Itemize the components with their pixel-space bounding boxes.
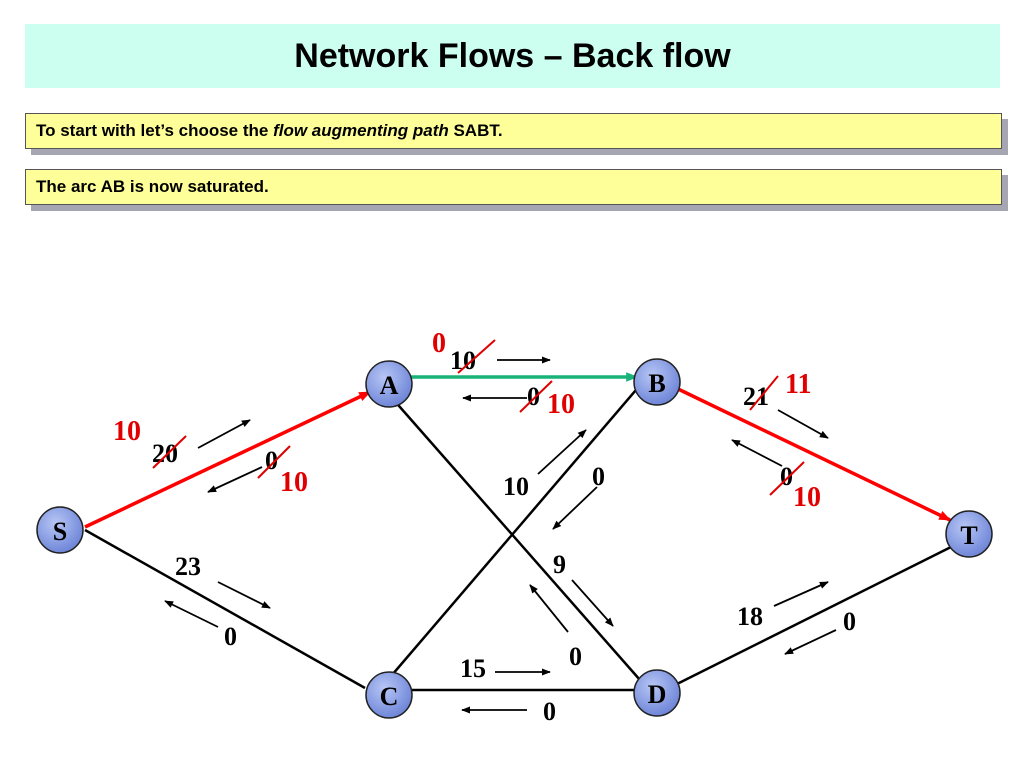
arrow-c-b-back — [552, 486, 598, 530]
strike-a-b-back — [519, 380, 553, 413]
arrow-c-b-forward — [537, 429, 587, 475]
edge-b-t — [675, 386, 952, 522]
strike-s-a-back — [257, 445, 291, 479]
node-t-label: T — [960, 521, 977, 550]
instruction-box-1: To start with let’s choose the flow augm… — [25, 113, 1002, 149]
label-b-t-forward-new: 11 — [785, 369, 811, 400]
instruction-1-text: To start with let’s choose the — [36, 121, 274, 140]
label-b-t-forward: 21 — [743, 382, 769, 411]
strike-a-b-forward — [457, 339, 496, 374]
strike-b-t-forward — [749, 375, 779, 411]
edge-c-b — [391, 389, 637, 676]
arrow-s-c-back — [164, 600, 219, 628]
arrow-s-c-forward — [217, 581, 271, 609]
strike-b-t-back — [769, 461, 805, 496]
node-c-label: C — [380, 682, 399, 711]
edge-s-a — [84, 390, 372, 529]
instruction-box-2: The arc AB is now saturated. — [25, 169, 1002, 205]
strike-s-a-forward — [152, 435, 187, 469]
arrow-s-a-forward — [197, 419, 251, 449]
label-a-d-forward: 9 — [553, 550, 566, 579]
title-banner: Network Flows – Back flow — [25, 24, 1000, 88]
arrow-d-t-forward — [773, 581, 829, 607]
label-s-a-back-new: 10 — [280, 467, 308, 498]
slide-title: Network Flows – Back flow — [294, 36, 731, 75]
instruction-1-emphasis: flow augmenting path — [273, 121, 449, 140]
label-c-d-forward: 15 — [460, 654, 486, 683]
label-s-c-forward: 23 — [175, 552, 201, 581]
node-b-label: B — [648, 369, 665, 398]
node-s-label: S — [53, 517, 67, 546]
arrow-a-d-back — [529, 584, 569, 633]
node-d-label: D — [648, 680, 667, 709]
instruction-2-text: The arc AB is now saturated. — [36, 177, 269, 196]
instruction-1-end: SABT. — [448, 121, 503, 140]
label-a-d-back: 0 — [569, 642, 582, 671]
node-d: D — [633, 669, 681, 717]
edge-a-d — [391, 397, 641, 681]
arrow-b-t-forward — [777, 409, 829, 439]
node-c: C — [365, 671, 413, 719]
label-c-b-forward: 10 — [503, 472, 529, 501]
node-b: B — [633, 358, 681, 406]
label-d-t-forward: 18 — [737, 602, 763, 631]
node-s: S — [36, 506, 84, 554]
label-a-b-forward-new: 0 — [432, 328, 446, 359]
node-a: A — [365, 360, 413, 408]
label-s-a-forward-new: 10 — [113, 416, 141, 447]
arrow-a-d-forward — [571, 579, 614, 627]
label-d-t-back: 0 — [843, 607, 856, 636]
arrow-b-t-back — [731, 439, 783, 467]
label-a-b-back: 0 — [527, 382, 540, 411]
label-s-c-back: 0 — [224, 622, 237, 651]
arrow-s-a-back — [207, 466, 263, 493]
label-b-t-back-new: 10 — [793, 482, 821, 513]
node-t: T — [945, 510, 993, 558]
arrow-d-t-back — [784, 629, 837, 655]
label-c-b-back: 0 — [592, 462, 605, 491]
label-a-b-back-new: 10 — [547, 389, 575, 420]
node-a-label: A — [380, 371, 399, 400]
edge-d-t — [674, 543, 956, 687]
label-b-t-back: 0 — [780, 462, 793, 491]
label-s-a-forward: 20 — [152, 439, 178, 468]
edge-s-c — [84, 528, 366, 690]
label-c-d-back: 0 — [543, 697, 556, 726]
